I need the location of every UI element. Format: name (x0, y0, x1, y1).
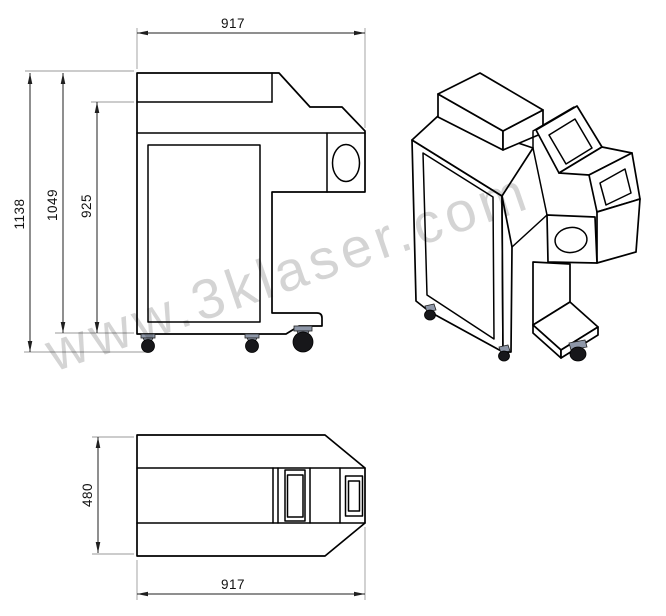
dimension-label: 1049 (45, 189, 60, 221)
iso-rear-box-top (437, 72, 544, 132)
dimension-label: 917 (221, 577, 245, 592)
dimension-side-overall-height: 1138 (12, 73, 33, 352)
side-view-machine (136, 72, 366, 353)
dimension-side-table-height: 925 (79, 102, 100, 333)
vent-inner (347, 480, 361, 512)
machine-outline (136, 72, 366, 335)
dimension-label: 925 (79, 194, 94, 218)
caster-plate (244, 333, 260, 339)
arrowhead (27, 73, 33, 84)
arrowhead (94, 102, 100, 113)
caster-left (140, 333, 156, 353)
iso-caster-large (568, 339, 588, 362)
isometric-view (411, 72, 641, 362)
fan-ellipse (331, 143, 361, 183)
caster-mount (568, 339, 588, 351)
caster-wheel (569, 346, 587, 362)
caster-wheel (424, 309, 436, 321)
arrowhead (137, 30, 148, 36)
arrowhead (354, 30, 365, 36)
caster-right-large (292, 325, 314, 353)
hatch-inner (286, 474, 304, 518)
door-panel (147, 144, 261, 323)
dimension-label: 480 (80, 483, 95, 507)
side-view: 917 1138 1049 925 (12, 16, 366, 353)
caster-plate (140, 333, 156, 339)
caster-wheel (292, 331, 314, 353)
top-view: 480 917 (80, 434, 366, 600)
arrowhead (60, 322, 66, 333)
caster-middle (244, 333, 260, 353)
iso-caster-left (424, 303, 437, 321)
arrowhead (27, 341, 33, 352)
dimension-top-depth: 480 (80, 437, 101, 553)
hatch-outer (284, 469, 306, 522)
arrowhead (95, 437, 101, 448)
arrowhead (354, 591, 365, 597)
machine-outline (136, 434, 366, 557)
vent-outer (344, 475, 364, 517)
iso-caster-front (498, 344, 511, 362)
caster-wheel (498, 350, 510, 362)
iso-fan-box (546, 214, 598, 264)
dimension-top-width: 917 (137, 577, 365, 597)
iso-screen-lower (599, 168, 632, 206)
dimension-side-width: 917 (137, 16, 365, 36)
caster-wheel (141, 339, 155, 353)
iso-body-right-sliver (501, 195, 513, 353)
arrowhead (137, 591, 148, 597)
dimension-label: 917 (221, 16, 245, 31)
caster-plate (293, 325, 313, 332)
arrowhead (94, 322, 100, 333)
iso-door-panel (422, 152, 495, 340)
dimension-label: 1138 (12, 198, 27, 229)
iso-screen-upper (548, 118, 593, 165)
iso-notch-edge (511, 214, 548, 248)
top-view-machine (136, 434, 366, 557)
dimension-side-body-height: 1049 (45, 73, 66, 333)
iso-console-front-edge (532, 147, 548, 216)
caster-wheel (245, 339, 259, 353)
iso-fan-ellipse (554, 226, 588, 254)
arrowhead (60, 73, 66, 84)
arrowhead (95, 542, 101, 553)
